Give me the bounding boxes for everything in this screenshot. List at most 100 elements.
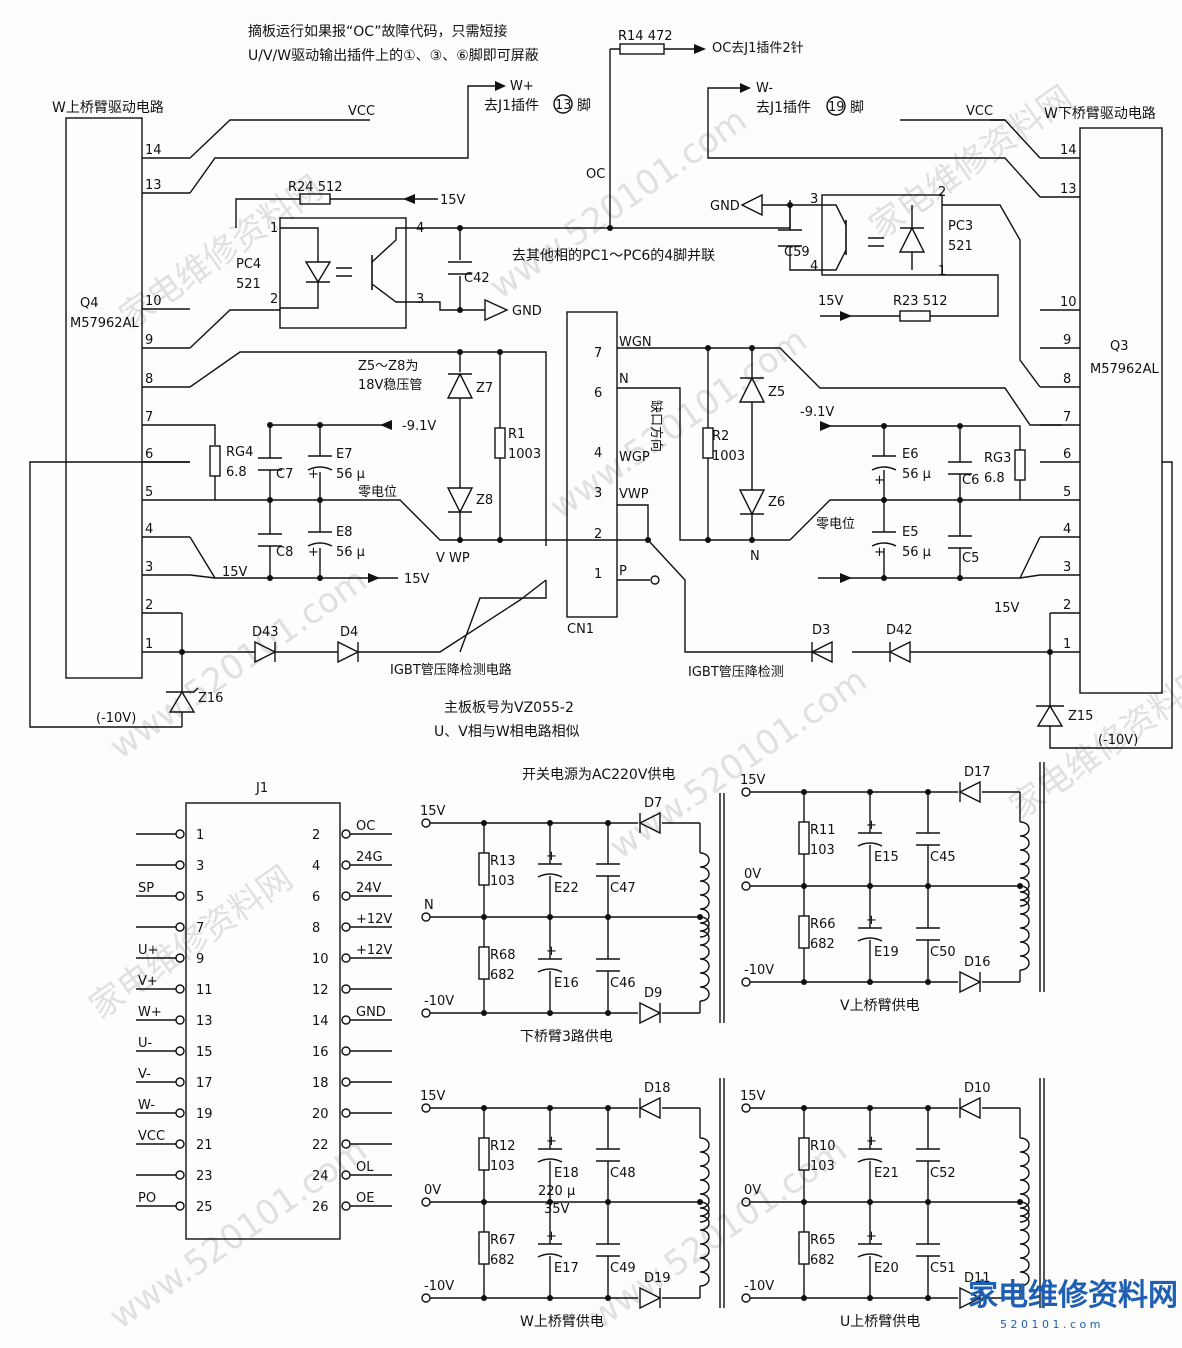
r2-label: R2: [712, 429, 729, 444]
z16-label: Z16: [198, 691, 223, 706]
d43-label: D43: [252, 625, 279, 640]
resistor-r14: [619, 43, 665, 55]
neg91-right: -9.1V: [800, 405, 834, 420]
diode-icon: [639, 1001, 662, 1025]
svg-text:7: 7: [594, 346, 602, 361]
svg-text:682: 682: [490, 1253, 515, 1268]
watermark-text: 家电维修资料网: [1002, 658, 1182, 827]
svg-text:5: 5: [145, 485, 153, 500]
svg-text:D9: D9: [644, 986, 662, 1001]
svg-text:VCC: VCC: [966, 104, 993, 119]
c6-label: C6: [962, 473, 979, 488]
svg-text:-10V: -10V: [424, 1279, 454, 1294]
svg-text:E18: E18: [554, 1166, 579, 1181]
svg-text:6: 6: [594, 386, 602, 401]
svg-text:WGP: WGP: [619, 450, 650, 465]
d4-label: D4: [340, 625, 358, 640]
pc3-value: 521: [948, 239, 973, 254]
r2-value: 1003: [712, 449, 745, 464]
resistor: [798, 821, 810, 855]
svg-text:C45: C45: [930, 850, 956, 865]
vwp-label: V WP: [436, 551, 470, 566]
svg-text:15V: 15V: [404, 572, 430, 587]
svg-text:C47: C47: [610, 881, 636, 896]
svg-text:C46: C46: [610, 976, 636, 991]
svg-text:+: +: [866, 1229, 877, 1244]
power-supply-block: 15V0V-10VR10103R65682+E21+E20C52C51D10D1…: [740, 1078, 1045, 1330]
w-plus-wire: [189, 85, 495, 194]
svg-text:7: 7: [1063, 410, 1071, 425]
connector-cn1: [566, 311, 618, 618]
svg-text:682: 682: [490, 968, 515, 983]
zero-label-right: 零电位: [816, 517, 855, 532]
vcc-wire: [189, 119, 370, 159]
svg-text:E16: E16: [554, 976, 579, 991]
j1-ref: J1: [255, 781, 268, 796]
j1-pin-label: OL: [356, 1160, 374, 1175]
z6-label: Z6: [768, 495, 785, 510]
power-supply-sections: 15VN-10VR13103R68682+E22+E16C47C46D7D9下桥…: [420, 762, 1045, 1330]
j1-pin-number: 7: [196, 921, 204, 936]
d42-label: D42: [886, 623, 913, 638]
resistor: [478, 1231, 490, 1265]
svg-text:6: 6: [1063, 447, 1071, 462]
resistor-rg3: [1014, 449, 1026, 481]
q3-part: M57962AL: [1090, 362, 1159, 377]
e6-value: 56 μ: [902, 467, 931, 482]
q4-part: M57962AL: [70, 316, 139, 331]
igbt-right-label: IGBT管压降检测: [688, 665, 784, 680]
svg-text:15V: 15V: [994, 601, 1020, 616]
svg-text:C49: C49: [610, 1261, 636, 1276]
z7-label: Z7: [476, 381, 493, 396]
j1-pin-number: 14: [312, 1014, 329, 1029]
c5-label: C5: [962, 551, 979, 566]
watermark-text: www.520101.com: [102, 560, 374, 767]
svg-text:C50: C50: [930, 945, 956, 960]
zero-rail: [215, 499, 546, 541]
c7-label: C7: [276, 467, 293, 482]
svg-text:脚: 脚: [577, 98, 591, 114]
svg-text:103: 103: [490, 1159, 515, 1174]
pin-circle-icon: [553, 94, 573, 114]
svg-text:15V: 15V: [818, 294, 844, 309]
j1-pin-number: 17: [196, 1076, 213, 1091]
watermark-text: www.520101.com: [102, 1130, 374, 1337]
svg-text:C51: C51: [930, 1261, 956, 1276]
svg-text:2: 2: [1063, 598, 1071, 613]
j1-pin-label: +12V: [356, 943, 392, 958]
j1-pin-number: 13: [196, 1014, 213, 1029]
neg10-right: (-10V): [1098, 733, 1138, 748]
svg-text:0V: 0V: [744, 867, 761, 882]
site-logo: 家电维修资料网 5 2 0 1 0 1 . c o m: [968, 1278, 1178, 1331]
gnd-label-right: GND: [710, 199, 740, 214]
pc4-value: 521: [236, 277, 261, 292]
j1-pin-number: 11: [196, 983, 213, 998]
q3-ref: Q3: [1110, 339, 1129, 354]
svg-text:VWP: VWP: [619, 487, 649, 502]
svg-text:D11: D11: [964, 1271, 991, 1286]
svg-text:4: 4: [594, 446, 602, 461]
j1-pin-label: GND: [356, 1005, 386, 1020]
svg-text:+: +: [866, 818, 877, 833]
transformer-winding-icon: [1019, 821, 1030, 907]
e8-value: 56 μ: [336, 545, 365, 560]
svg-text:E20: E20: [874, 1261, 899, 1276]
zener-note: 18V稳压管: [358, 377, 422, 393]
svg-text:3: 3: [810, 192, 818, 207]
j1-pin-number: 21: [196, 1138, 213, 1153]
r1-value: 1003: [508, 447, 541, 462]
pc4-ref: PC4: [236, 257, 261, 272]
svg-text:103: 103: [810, 1159, 835, 1174]
z5-label: Z5: [768, 385, 785, 400]
svg-text:脚: 脚: [850, 100, 864, 116]
j1-pin-label: V+: [138, 974, 158, 989]
igbt-left-label: IGBT管压降检测电路: [390, 662, 512, 678]
e6-label: E6: [902, 447, 919, 462]
j1-pin-number: 2: [312, 828, 320, 843]
diode-icon: [959, 970, 982, 994]
svg-text:0V: 0V: [744, 1183, 761, 1198]
svg-text:去J1插件: 去J1插件: [756, 100, 811, 116]
diode-icon: [958, 1096, 981, 1120]
diode-icon: [638, 811, 661, 835]
